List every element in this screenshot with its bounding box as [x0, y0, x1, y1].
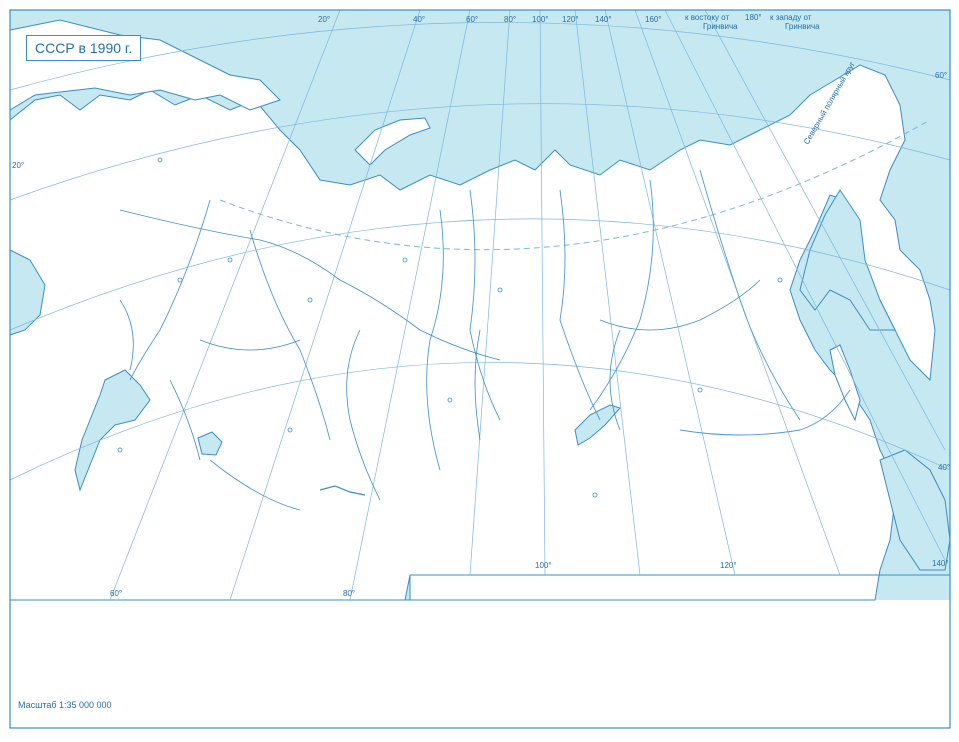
label-80: 80° [504, 15, 516, 24]
right-60: 60° [935, 71, 947, 80]
city-dots [117, 157, 783, 498]
dateline-east: к востоку от [685, 13, 729, 22]
label-140: 140° [595, 15, 612, 24]
lake-baikal [574, 404, 621, 446]
sea-of-japan [879, 449, 951, 571]
aral-sea [197, 431, 223, 456]
bottom-120: 120° [720, 561, 737, 570]
dateline-west: к западу от [770, 13, 812, 22]
lake-balkhash [319, 485, 366, 496]
map-scale: Масштаб 1:35 000 000 [18, 700, 112, 710]
arctic-circle [219, 119, 931, 251]
sakhalin [829, 344, 861, 422]
left-20: 20° [12, 161, 24, 170]
dateline-180: 180° [745, 13, 762, 22]
parallels [9, 22, 951, 481]
greenwich-left: Гринвича [703, 22, 738, 31]
caspian-sea [74, 369, 151, 492]
top-meridian-labels: 20° 40° 60° 80° 100° 120° 140° 160° [318, 15, 662, 24]
map-frame [9, 9, 951, 729]
label-120: 120° [562, 15, 579, 24]
rivers [119, 169, 851, 511]
bottom-140: 140° [932, 559, 949, 568]
label-100: 100° [532, 15, 549, 24]
bottom-60: 60° [110, 589, 122, 598]
label-60: 60° [466, 15, 478, 24]
bottom-80: 80° [343, 589, 355, 598]
label-20: 20° [318, 15, 330, 24]
bottom-100: 100° [535, 561, 552, 570]
right-40: 40° [938, 463, 950, 472]
greenwich-right: Гринвича [785, 22, 820, 31]
map-title: СССР в 1990 г. [26, 35, 142, 61]
internal-boundaries [119, 209, 761, 501]
label-40: 40° [413, 15, 425, 24]
label-160: 160° [645, 15, 662, 24]
